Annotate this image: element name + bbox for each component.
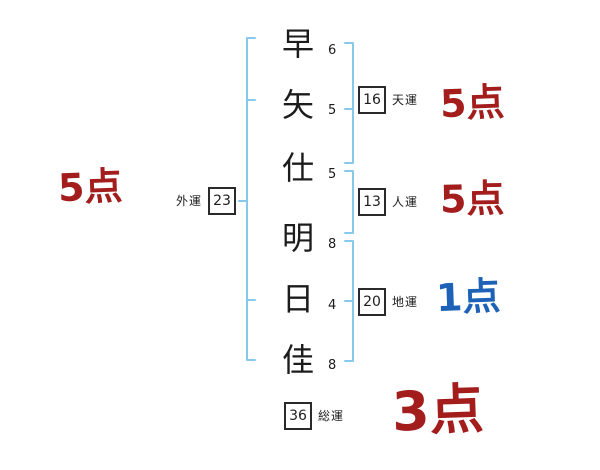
bracket-tick [247, 359, 256, 361]
chiun-score: 1点 [435, 273, 502, 321]
bracket-tick [247, 299, 256, 301]
bracket-tick [344, 170, 353, 172]
person-luck-bracket [352, 170, 354, 234]
bracket-tick [247, 99, 256, 101]
name-char: 佳 [281, 341, 314, 379]
chiun-value-box: 20 [358, 288, 386, 316]
bracket-tick [344, 240, 353, 242]
bracket-tick [344, 162, 353, 164]
bracket-tick [238, 200, 247, 202]
stroke-count: 4 [328, 298, 337, 313]
jinun-label: 人運 [392, 195, 419, 209]
stroke-count: 6 [328, 43, 337, 58]
stroke-count: 8 [328, 237, 337, 252]
name-char: 仕 [281, 149, 314, 187]
jinun-score: 5点 [439, 176, 505, 222]
bracket-tick [344, 300, 353, 302]
name-char: 日 [281, 280, 314, 318]
name-char: 早 [281, 25, 314, 63]
tenun-value-box: 16 [358, 86, 386, 114]
bracket-tick [344, 42, 353, 44]
stroke-count: 5 [328, 167, 337, 182]
bracket-tick [247, 37, 256, 39]
bracket-tick [344, 108, 353, 110]
stroke-count: 8 [328, 358, 337, 373]
tenun-score: 5点 [439, 79, 506, 127]
bracket-tick [344, 232, 353, 234]
souun-label: 総運 [318, 409, 345, 423]
gaiun-score: 5点 [57, 163, 124, 211]
souun-value-box: 36 [284, 402, 312, 430]
outer-luck-bracket [246, 37, 248, 361]
gaiun-label: 外運 [176, 194, 203, 208]
chiun-label: 地運 [392, 295, 419, 309]
tenun-label: 天運 [392, 93, 419, 107]
jinun-value-box: 13 [358, 188, 386, 216]
name-char: 明 [281, 219, 314, 257]
bracket-tick [344, 360, 353, 362]
heaven-luck-bracket [352, 42, 354, 164]
gaiun-value-box: 23 [208, 187, 236, 215]
earth-luck-bracket [352, 240, 354, 362]
stroke-count: 5 [328, 103, 337, 118]
name-char: 矢 [281, 86, 314, 124]
souun-score: 3点 [390, 377, 485, 444]
